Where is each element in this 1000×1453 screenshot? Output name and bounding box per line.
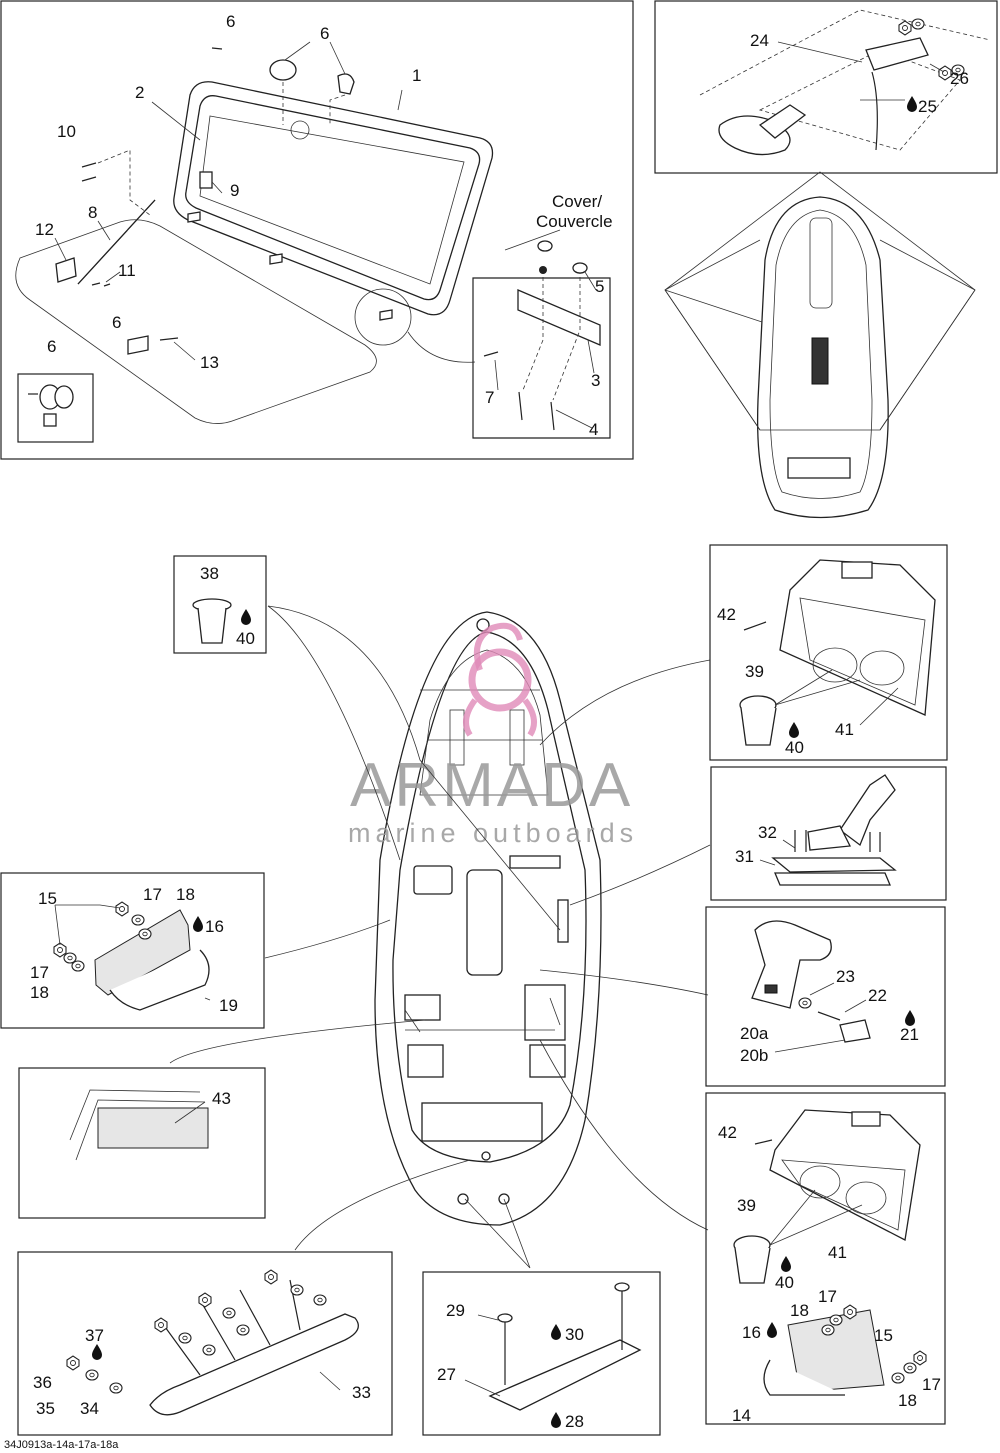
- callout-34: 34: [80, 1399, 99, 1418]
- grab-handle-callouts: 24 26 25: [750, 31, 969, 116]
- hatch-cover-callouts: 6 6 1 2 10 9 8 12 11 6 13 6 Cover/ Couve…: [35, 12, 613, 439]
- callout-8: 8: [88, 203, 97, 222]
- callout-18: 18: [30, 983, 49, 1002]
- couvercle-label: Couvercle: [536, 212, 613, 231]
- handle-grip-panel: [705, 906, 946, 1087]
- callout-18: 18: [176, 885, 195, 904]
- callout-28: 28: [565, 1412, 584, 1431]
- callout-6: 6: [112, 313, 121, 332]
- callout-17: 17: [922, 1375, 941, 1394]
- cover-label: Cover/: [552, 192, 602, 211]
- callout-27: 27: [437, 1365, 456, 1384]
- callout-9: 9: [230, 181, 239, 200]
- reference-code: 34J0913a-14a-17a-18a: [4, 1439, 119, 1451]
- hatch-cover-panel: [0, 0, 634, 460]
- callout-6: 6: [226, 12, 235, 31]
- callout-42: 42: [717, 605, 736, 624]
- boat-leader-lines: [169, 605, 711, 1269]
- callout-3: 3: [591, 371, 600, 390]
- callout-12: 12: [35, 220, 54, 239]
- side-handle-panel-left: [0, 872, 265, 1029]
- grab-handle-panel: [654, 0, 998, 174]
- storage-bin-panel-upper: [709, 544, 948, 761]
- callout-14: 14: [732, 1406, 751, 1425]
- callout-43: 43: [212, 1089, 231, 1108]
- storage-bin-panel-lower: [705, 1092, 946, 1425]
- callout-18: 18: [898, 1391, 917, 1410]
- shift-base-panel: [710, 766, 947, 901]
- callout-15: 15: [874, 1326, 893, 1345]
- step-pad-panel: [422, 1271, 661, 1436]
- callout-24: 24: [750, 31, 769, 50]
- callout-7: 7: [485, 388, 494, 407]
- callout-17: 17: [143, 885, 162, 904]
- callout-15: 15: [38, 889, 57, 908]
- rear-bumper-panel: [17, 1251, 393, 1436]
- callout-18: 18: [790, 1301, 809, 1320]
- callout-39: 39: [745, 662, 764, 681]
- callout-37: 37: [85, 1326, 104, 1345]
- callout-29: 29: [446, 1301, 465, 1320]
- boat-overview: [664, 171, 976, 519]
- callout-33: 33: [352, 1383, 371, 1402]
- callout-16: 16: [205, 917, 224, 936]
- callout-2: 2: [135, 83, 144, 102]
- callout-20a: 20a: [740, 1024, 769, 1043]
- callout-6: 6: [320, 24, 329, 43]
- callout-16: 16: [742, 1323, 761, 1342]
- callout-22: 22: [868, 986, 887, 1005]
- callout-40: 40: [775, 1273, 794, 1292]
- callout-5: 5: [595, 277, 604, 296]
- callout-10: 10: [57, 122, 76, 141]
- callout-17: 17: [818, 1287, 837, 1306]
- callout-23: 23: [836, 967, 855, 986]
- callout-41: 41: [835, 720, 854, 739]
- watermark-logo: [463, 622, 537, 737]
- callout-19: 19: [219, 996, 238, 1015]
- callout-41: 41: [828, 1243, 847, 1262]
- callout-40: 40: [785, 738, 804, 757]
- callout-30: 30: [565, 1325, 584, 1344]
- watermark-tagline: marine outboards: [348, 818, 638, 848]
- callout-21: 21: [900, 1025, 919, 1044]
- callout-39: 39: [737, 1196, 756, 1215]
- callout-1: 1: [412, 66, 421, 85]
- callout-17: 17: [30, 963, 49, 982]
- callout-13: 13: [200, 353, 219, 372]
- callout-31: 31: [735, 847, 754, 866]
- callout-38: 38: [200, 564, 219, 583]
- callout-6: 6: [47, 337, 56, 356]
- watermark-brand: ARMADA: [350, 751, 633, 820]
- callout-26: 26: [950, 69, 969, 88]
- callout-32: 32: [758, 823, 777, 842]
- callout-25: 25: [918, 97, 937, 116]
- foam-pad-panel: [18, 1067, 266, 1219]
- cup-holder-panel: [173, 555, 267, 654]
- callout-40: 40: [236, 629, 255, 648]
- callout-42: 42: [718, 1123, 737, 1142]
- callout-36: 36: [33, 1373, 52, 1392]
- callout-11: 11: [118, 261, 136, 280]
- main-boat-hull: [374, 611, 602, 1226]
- callout-35: 35: [36, 1399, 55, 1418]
- callout-4: 4: [589, 420, 598, 439]
- callout-20b: 20b: [740, 1046, 768, 1065]
